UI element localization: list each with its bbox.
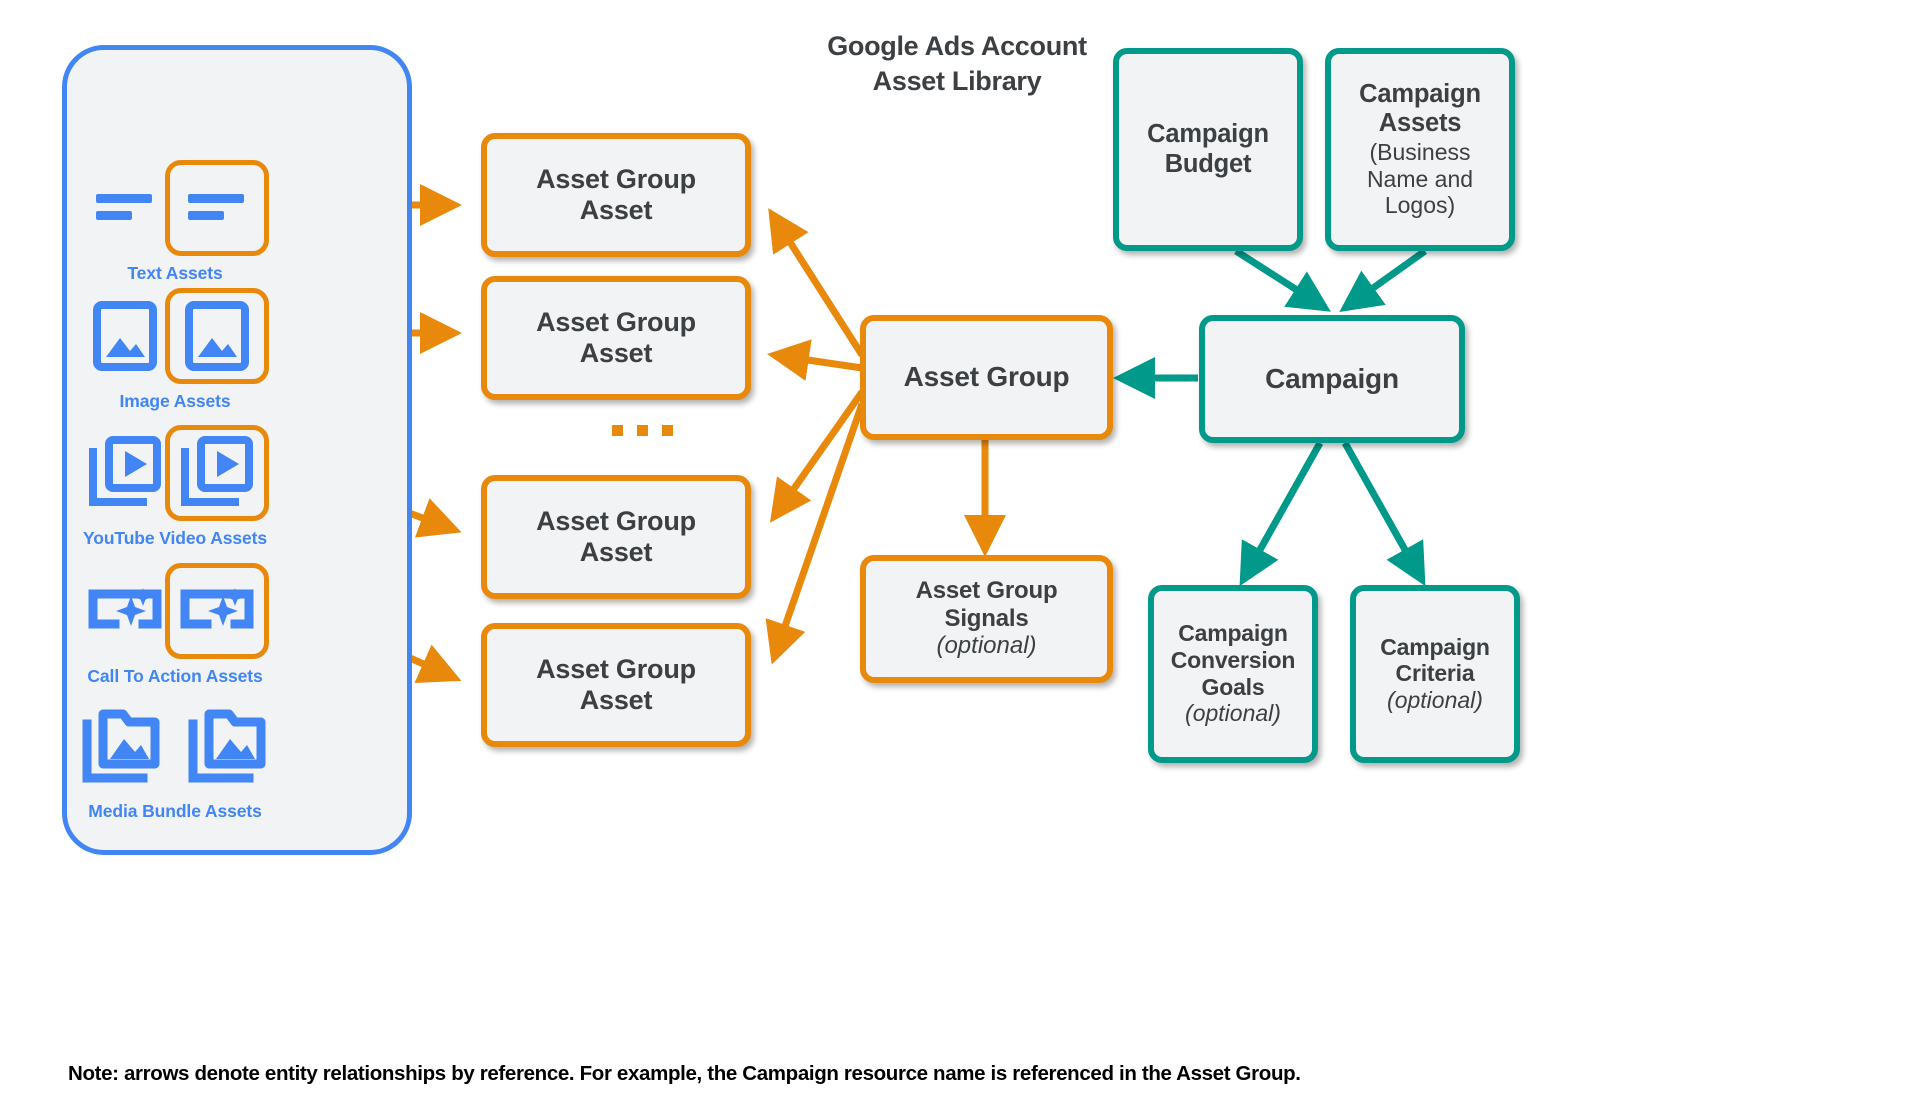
asset-label-image: Image Assets <box>119 391 231 411</box>
asset-group-label: Asset Group <box>903 361 1070 393</box>
asset-row-image[interactable]: Image Assets <box>0 288 350 412</box>
asset-group-node[interactable]: Asset Group <box>860 315 1113 440</box>
call-to-action-asset-icon <box>81 572 169 650</box>
edge-ag-to-aga4 <box>765 402 866 665</box>
aga4-line2: Asset <box>579 685 653 715</box>
video-asset-icon <box>81 434 169 512</box>
asset-icons-image <box>0 288 350 384</box>
ccg-line1: Campaign <box>1178 620 1288 647</box>
aga1-line2: Asset <box>579 195 653 225</box>
ags-line2: Signals <box>944 604 1029 632</box>
edge-ag-to-aga1 <box>768 208 865 357</box>
asset-icons-text <box>0 160 350 256</box>
ca-sub2: Name and <box>1366 165 1474 192</box>
asset-group-asset-node-4[interactable]: Asset Group Asset <box>481 623 751 747</box>
edge-budget-to-campaign <box>1234 248 1331 312</box>
ccg-line3: Goals <box>1201 673 1265 700</box>
budget-line2: Budget <box>1164 149 1252 178</box>
aga2-line2: Asset <box>579 338 653 368</box>
asset-icons-cta <box>0 563 350 659</box>
aga4-line1: Asset Group <box>536 653 696 684</box>
text-asset-icon-highlighted[interactable] <box>165 160 269 256</box>
ellipsis-dot-3 <box>662 425 673 436</box>
call-to-action-asset-icon-highlighted[interactable] <box>165 563 269 659</box>
asset-group-signals-node[interactable]: Asset Group Signals (optional) <box>860 555 1113 683</box>
cc-line2: Criteria <box>1395 660 1475 687</box>
campaign-budget-node[interactable]: Campaign Budget <box>1113 48 1303 251</box>
ags-optional: (optional) <box>936 632 1037 660</box>
asset-icons-video <box>0 425 350 521</box>
image-asset-icon-highlighted[interactable] <box>165 288 269 384</box>
ccg-line2: Conversion <box>1170 646 1296 673</box>
asset-row-media-bundle[interactable]: Media Bundle Assets <box>0 698 350 822</box>
campaign-node[interactable]: Campaign <box>1199 315 1465 443</box>
asset-row-cta[interactable]: Call To Action Assets <box>0 563 350 687</box>
cc-optional: (optional) <box>1387 686 1483 713</box>
campaign-conversion-goals-node[interactable]: Campaign Conversion Goals (optional) <box>1148 585 1318 763</box>
asset-label-media-bundle: Media Bundle Assets <box>88 801 262 821</box>
text-asset-icon <box>81 169 169 247</box>
edge-campaign-assets-to-campaign <box>1339 248 1428 313</box>
media-bundle-asset-icon-2 <box>184 707 272 785</box>
asset-label-text: Text Assets <box>127 263 223 283</box>
aga1-line1: Asset Group <box>536 163 696 194</box>
aga3-line2: Asset <box>579 537 653 567</box>
aga3-line1: Asset Group <box>536 505 696 536</box>
asset-group-asset-node-2[interactable]: Asset Group Asset <box>481 276 751 400</box>
cc-line1: Campaign <box>1380 633 1490 660</box>
asset-library-title-line1: Google Ads Account <box>827 31 1087 61</box>
edge-ag-to-aga3 <box>769 389 865 523</box>
ca-line2: Assets <box>1378 109 1462 138</box>
edge-campaign-to-criteria <box>1341 441 1426 587</box>
campaign-label: Campaign <box>1265 362 1399 394</box>
asset-row-text[interactable]: Text Assets <box>0 160 350 284</box>
budget-line1: Campaign <box>1147 119 1269 148</box>
ca-sub1: (Business <box>1369 139 1471 166</box>
campaign-criteria-node[interactable]: Campaign Criteria (optional) <box>1350 585 1520 763</box>
ca-sub3: Logos) <box>1384 192 1456 219</box>
aga2-line1: Asset Group <box>536 306 696 337</box>
asset-library-title-line2: Asset Library <box>872 65 1042 96</box>
asset-group-asset-node-1[interactable]: Asset Group Asset <box>481 133 751 257</box>
ca-line1: Campaign <box>1359 79 1481 108</box>
asset-group-asset-node-3[interactable]: Asset Group Asset <box>481 475 751 599</box>
asset-label-cta: Call To Action Assets <box>87 666 263 686</box>
edge-campaign-to-goals <box>1239 441 1324 587</box>
ellipsis-indicator <box>612 425 673 436</box>
video-asset-icon-highlighted[interactable] <box>165 425 269 521</box>
edge-ag-to-aga2 <box>767 339 863 381</box>
image-asset-icon <box>81 297 169 375</box>
asset-library-title: Google Ads Account Asset Library <box>0 29 1914 98</box>
media-bundle-asset-icon <box>78 707 166 785</box>
ellipsis-dot-2 <box>637 425 648 436</box>
ellipsis-dot-1 <box>612 425 623 436</box>
ccg-optional: (optional) <box>1185 700 1281 727</box>
asset-row-video[interactable]: YouTube Video Assets <box>0 425 350 549</box>
campaign-assets-node[interactable]: Campaign Assets (Business Name and Logos… <box>1325 48 1515 251</box>
footnote-text: Note: arrows denote entity relationships… <box>68 1062 1301 1085</box>
asset-label-video: YouTube Video Assets <box>82 528 268 548</box>
ags-line1: Asset Group <box>915 576 1058 604</box>
asset-icons-media-bundle <box>0 698 350 794</box>
